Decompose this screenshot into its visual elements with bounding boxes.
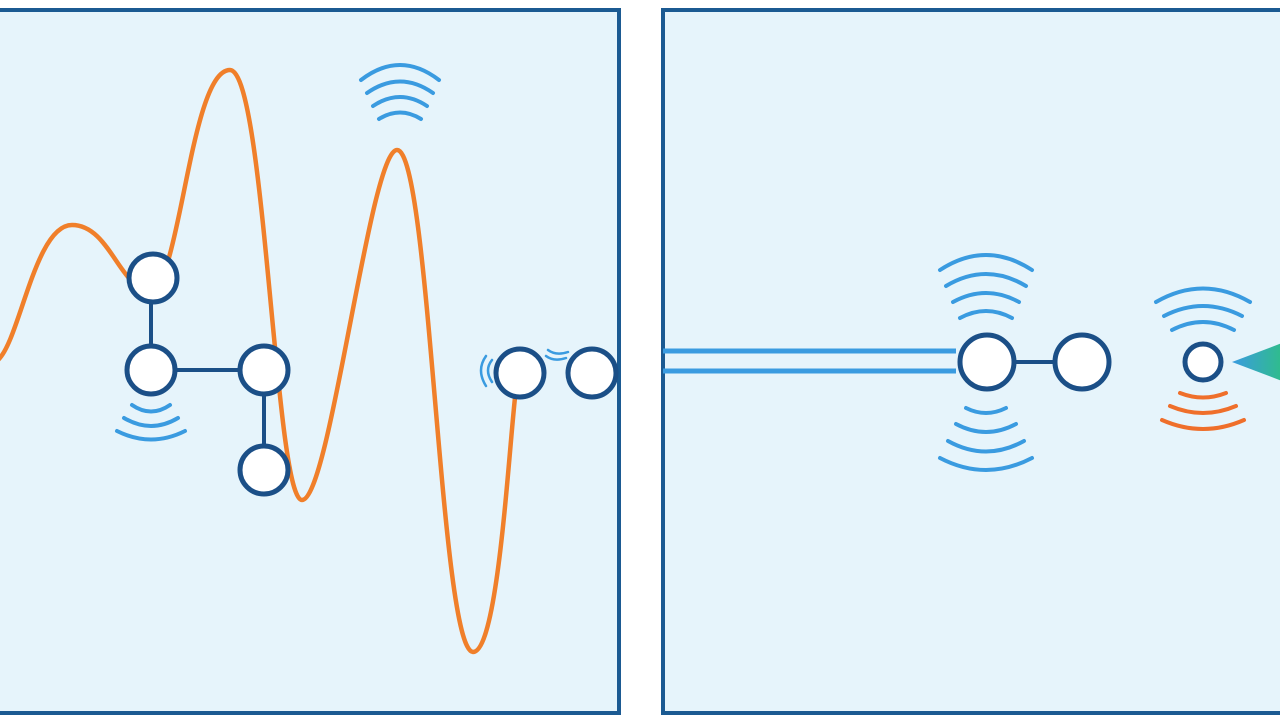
node: [1052, 332, 1112, 392]
node: [126, 251, 180, 305]
node: [237, 443, 291, 497]
molecule-bonds: [149, 298, 266, 448]
oscillating-wave: [0, 67, 521, 655]
right-panel: [661, 8, 1280, 715]
cone-emitter: [1232, 343, 1280, 381]
signal-waves-icon: [938, 406, 1034, 472]
signal-waves-icon: [1160, 391, 1246, 431]
node: [237, 343, 291, 397]
signal-waves-icon: [1154, 286, 1252, 332]
node: [124, 343, 178, 397]
molecule-nodes: [124, 251, 619, 497]
signal-waves-icon: [359, 63, 441, 121]
signal-waves-icon: [938, 253, 1034, 320]
node: [565, 346, 619, 400]
signal-waves-icon: [479, 348, 570, 388]
node: [493, 346, 547, 400]
molecule-nodes: [957, 332, 1224, 392]
node: [957, 332, 1017, 392]
node: [1182, 341, 1224, 383]
signal-waves-icon: [115, 403, 187, 442]
left-panel: [0, 8, 621, 715]
double-line-beam: [663, 348, 956, 374]
